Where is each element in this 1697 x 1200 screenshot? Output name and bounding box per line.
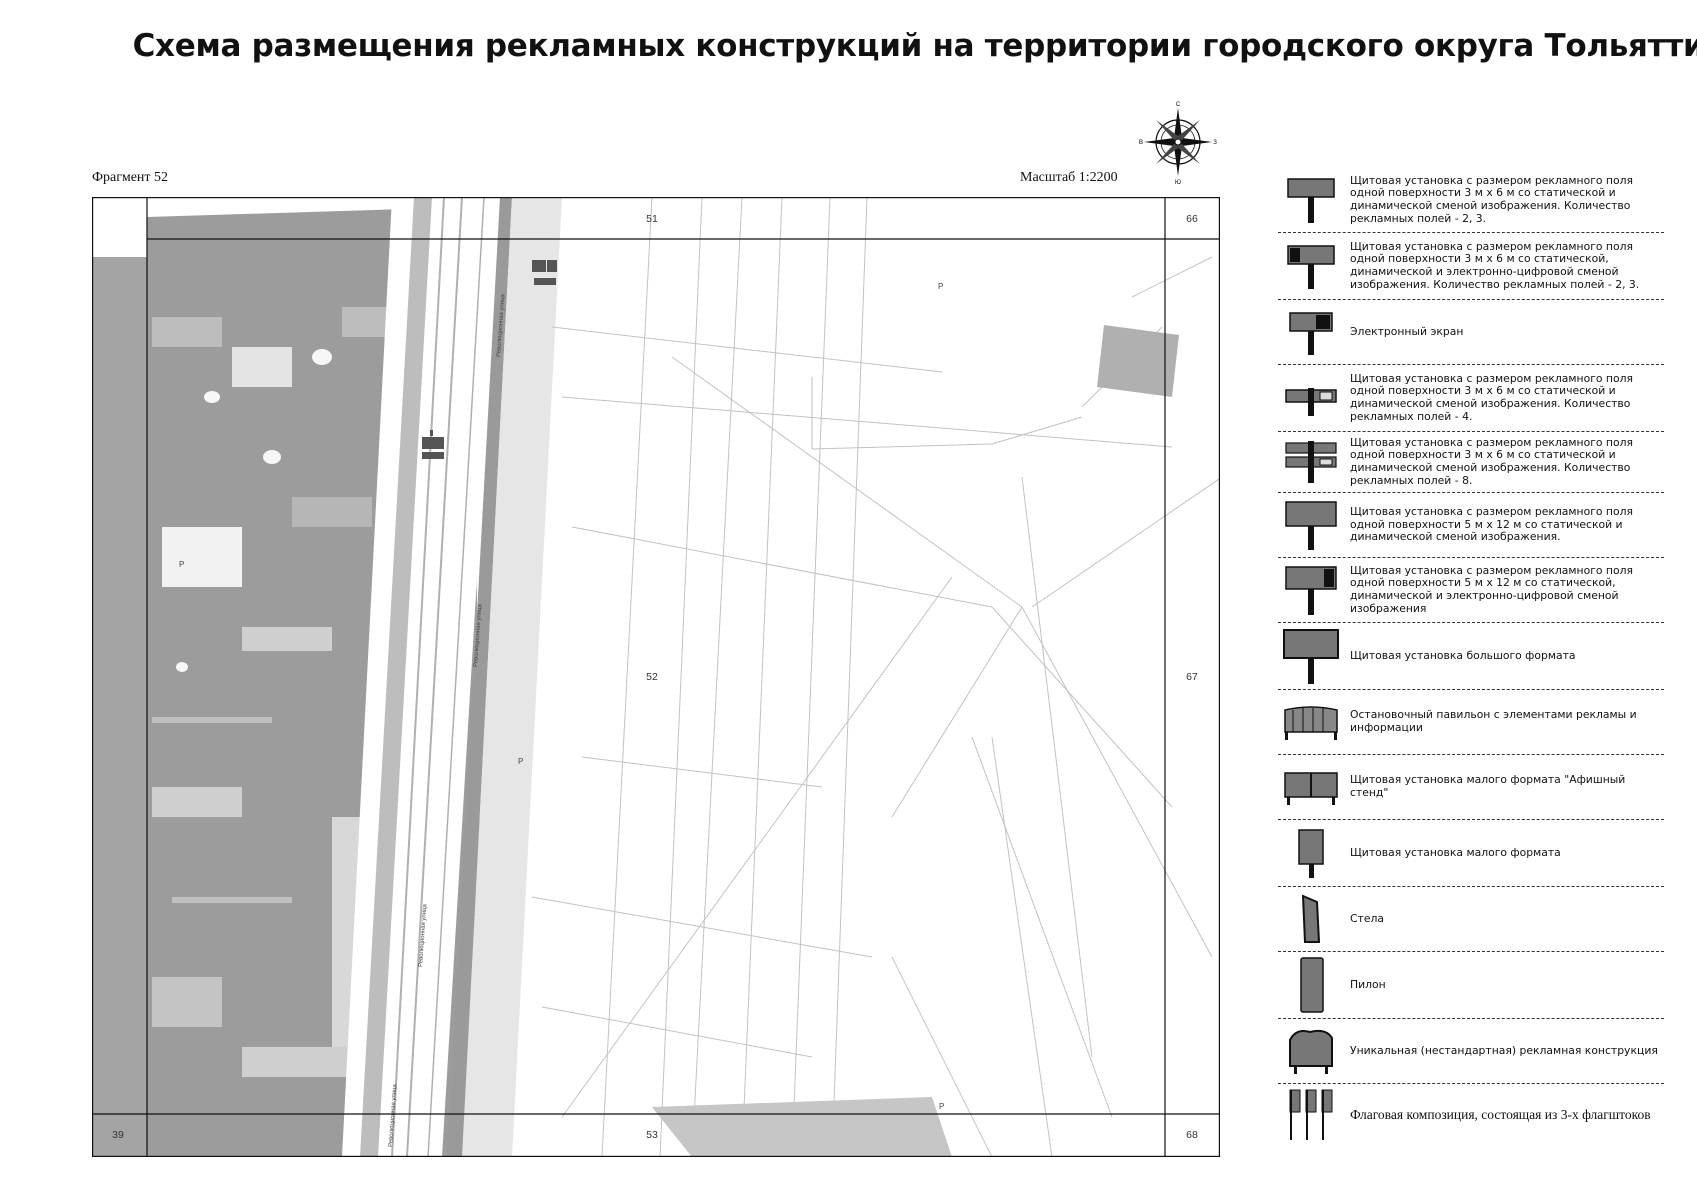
legend-item: Щитовая установка с размером рекламного …: [1278, 493, 1664, 558]
compass-rose-icon: С Ю В З: [1139, 102, 1217, 184]
legend-item: Щитовая установка с размером рекламного …: [1278, 558, 1664, 623]
electronic-screen-icon: [1289, 312, 1333, 355]
legend: Щитовая установка с размером рекламного …: [1278, 168, 1664, 1146]
legend-item: Щитовая установка большого формата: [1278, 623, 1664, 690]
legend-text: Электронный экран: [1350, 324, 1464, 338]
legend-text: Уникальная (нестандартная) рекламная кон…: [1350, 1043, 1658, 1057]
compass-east-label: З: [1213, 140, 1217, 146]
billboard-8-fields-icon: [1285, 441, 1337, 483]
street-label-1: Революционная улица: [496, 293, 506, 357]
legend-item: Уникальная (нестандартная) рекламная кон…: [1278, 1019, 1664, 1084]
legend-text: Флаговая композиция, состоящая из 3-х фл…: [1350, 1107, 1651, 1122]
legend-text: Щитовая установка малого формата "Афишны…: [1350, 773, 1626, 799]
fragment-label: Фрагмент 52: [92, 170, 169, 185]
legend-item: Щитовая установка с размером рекламного …: [1278, 168, 1664, 233]
compass-west-label: В: [1139, 140, 1143, 146]
legend-item: Щитовая установка малого формата: [1278, 820, 1664, 887]
legend-item: Пилон: [1278, 952, 1664, 1019]
grid-label-67: 67: [1186, 671, 1198, 683]
legend-text: Стела: [1350, 911, 1384, 925]
legend-text: Щитовая установка с размером рекламного …: [1350, 239, 1640, 291]
legend-text: Щитовая установка большого формата: [1350, 648, 1576, 662]
grid-label-39: 39: [112, 1129, 124, 1141]
legend-text: Щитовая установка с размером рекламного …: [1350, 371, 1633, 423]
compass-north-label: С: [1176, 102, 1181, 108]
billboard-5x12-digital-icon: [1285, 566, 1337, 615]
street-label-2: Революционная улица: [473, 603, 483, 667]
revolutsionnaya-street: Революционная улица Революционная улица …: [342, 197, 512, 1157]
compass-south-label: Ю: [1175, 180, 1181, 184]
gray-area-south: [652, 1097, 952, 1157]
map-grid: [92, 197, 1220, 1157]
small-format-billboard-icon: [1298, 829, 1324, 878]
legend-text: Щитовая установка с размером рекламного …: [1350, 435, 1633, 487]
legend-text: Пилон: [1350, 977, 1386, 991]
parking-label: Р: [938, 282, 943, 291]
stela-icon: [1301, 894, 1321, 943]
billboard-markers: [422, 260, 557, 459]
legend-text: Щитовая установка малого формата: [1350, 845, 1561, 859]
pylon-icon: [1300, 957, 1324, 1013]
legend-item: Флаговая композиция, состоящая из 3-х фл…: [1278, 1084, 1664, 1146]
street-label-3: Революционная улица: [418, 903, 428, 967]
legend-item: Электронный экран: [1278, 300, 1664, 365]
billboard-3x6-digital-icon: [1287, 245, 1335, 289]
billboard-5x12-icon: [1285, 501, 1337, 550]
grid-label-51: 51: [646, 213, 658, 225]
scale-label: Масштаб 1:2200: [1020, 170, 1118, 185]
unique-construction-icon: [1289, 1029, 1333, 1074]
legend-item: Щитовая установка с размером рекламного …: [1278, 233, 1664, 300]
grid-label-52: 52: [646, 671, 658, 683]
parking-label: Р: [518, 757, 523, 766]
green-strip: [462, 197, 562, 1157]
legend-item: Остановочный павильон с элементами рекла…: [1278, 690, 1664, 755]
large-format-billboard-icon: [1283, 629, 1339, 684]
grid-label-66: 66: [1186, 213, 1198, 225]
bus-stop-pavilion-icon: [1284, 706, 1338, 740]
map-fragment: Революционная улица Революционная улица …: [92, 197, 1220, 1157]
legend-item: Щитовая установка с размером рекламного …: [1278, 432, 1664, 493]
legend-text: Щитовая установка с размером рекламного …: [1350, 505, 1633, 544]
grid-label-68: 68: [1186, 1129, 1198, 1141]
parking-label: Р: [179, 560, 184, 569]
grid-label-53: 53: [646, 1129, 658, 1141]
legend-text: Щитовая установка с размером рекламного …: [1350, 173, 1633, 225]
billboard-3x6-icon: [1287, 178, 1335, 223]
flag-composition-icon: [1289, 1089, 1333, 1140]
parking-label: Р: [939, 1102, 944, 1111]
legend-text: Щитовая установка с размером рекламного …: [1350, 563, 1633, 615]
footpaths: [531, 197, 1220, 1157]
building-block: [1097, 325, 1179, 397]
poster-stand-icon: [1284, 772, 1338, 805]
legend-text: Остановочный павильон с элементами рекла…: [1350, 708, 1637, 734]
street-label-4: Революционная улица: [388, 1083, 398, 1147]
legend-item: Щитовая установка с размером рекламного …: [1278, 365, 1664, 432]
billboard-4-fields-icon: [1285, 388, 1337, 416]
legend-item: Щитовая установка малого формата "Афишны…: [1278, 755, 1664, 820]
page-title: Схема размещения рекламных конструкций н…: [132, 28, 1697, 64]
legend-item: Стела: [1278, 887, 1664, 952]
